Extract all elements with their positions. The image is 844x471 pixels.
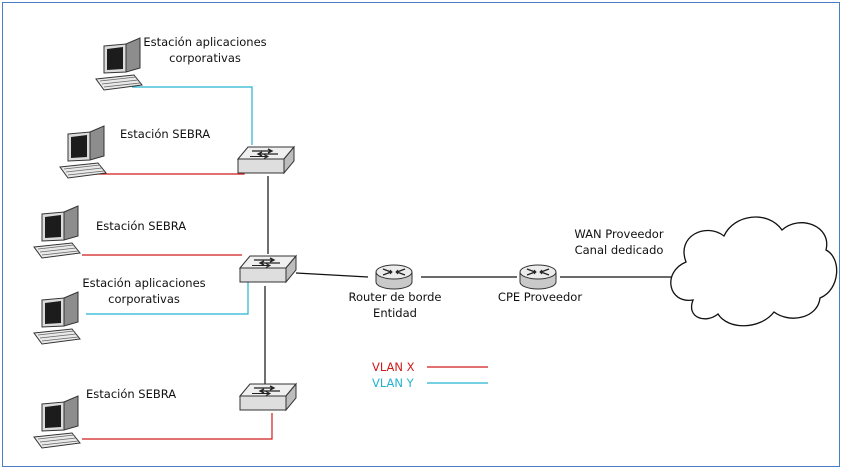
- router-edge-icon: [375, 264, 413, 290]
- wan-label-line2: Canal dedicado: [574, 243, 664, 257]
- legend-vlan-y-label: VLAN Y: [372, 376, 414, 390]
- switch-top-icon: [237, 146, 295, 174]
- station-3-label: Estación SEBRA: [96, 219, 187, 233]
- legend-vlan-x-label: VLAN X: [372, 360, 415, 374]
- station-4-label-line2: corporativas: [108, 292, 180, 306]
- cpe-label: CPE Proveedor: [497, 290, 583, 304]
- wan-label: WAN Proveedor Canal dedicado: [566, 226, 672, 258]
- station-2-label: Estación SEBRA: [120, 127, 211, 141]
- station-4-label: Estación aplicaciones corporativas: [70, 275, 218, 307]
- station-1-computer-icon: [95, 37, 143, 91]
- router-label-line2: Entidad: [373, 306, 417, 320]
- vlan-x-link-station-5: [82, 413, 273, 440]
- station-1-label-line1: Estación aplicaciones: [143, 35, 267, 49]
- station-4-label-line1: Estación aplicaciones: [82, 276, 206, 290]
- station-5-computer-icon: [33, 395, 81, 449]
- station-1-label-line2: corporativas: [169, 51, 241, 65]
- vlan-x-link-station-2: [96, 160, 245, 175]
- station-3-computer-icon: [33, 205, 81, 259]
- station-5-label: Estación SEBRA: [86, 387, 177, 401]
- station-2-computer-icon: [59, 125, 107, 179]
- router-cpe-icon: [519, 264, 557, 290]
- wan-cloud-icon: [670, 216, 838, 327]
- switch-middle-icon: [239, 255, 297, 283]
- link-switch-router: [295, 272, 369, 278]
- wan-label-line1: WAN Proveedor: [574, 227, 664, 241]
- vlan-y-link-station-4: [86, 281, 249, 315]
- station-1-label: Estación aplicaciones corporativas: [140, 34, 270, 66]
- router-label-line1: Router de borde: [348, 290, 442, 304]
- router-label: Router de borde Entidad: [340, 289, 450, 321]
- switch-bottom-icon: [239, 383, 297, 411]
- vlan-y-link-station-1: [132, 86, 253, 145]
